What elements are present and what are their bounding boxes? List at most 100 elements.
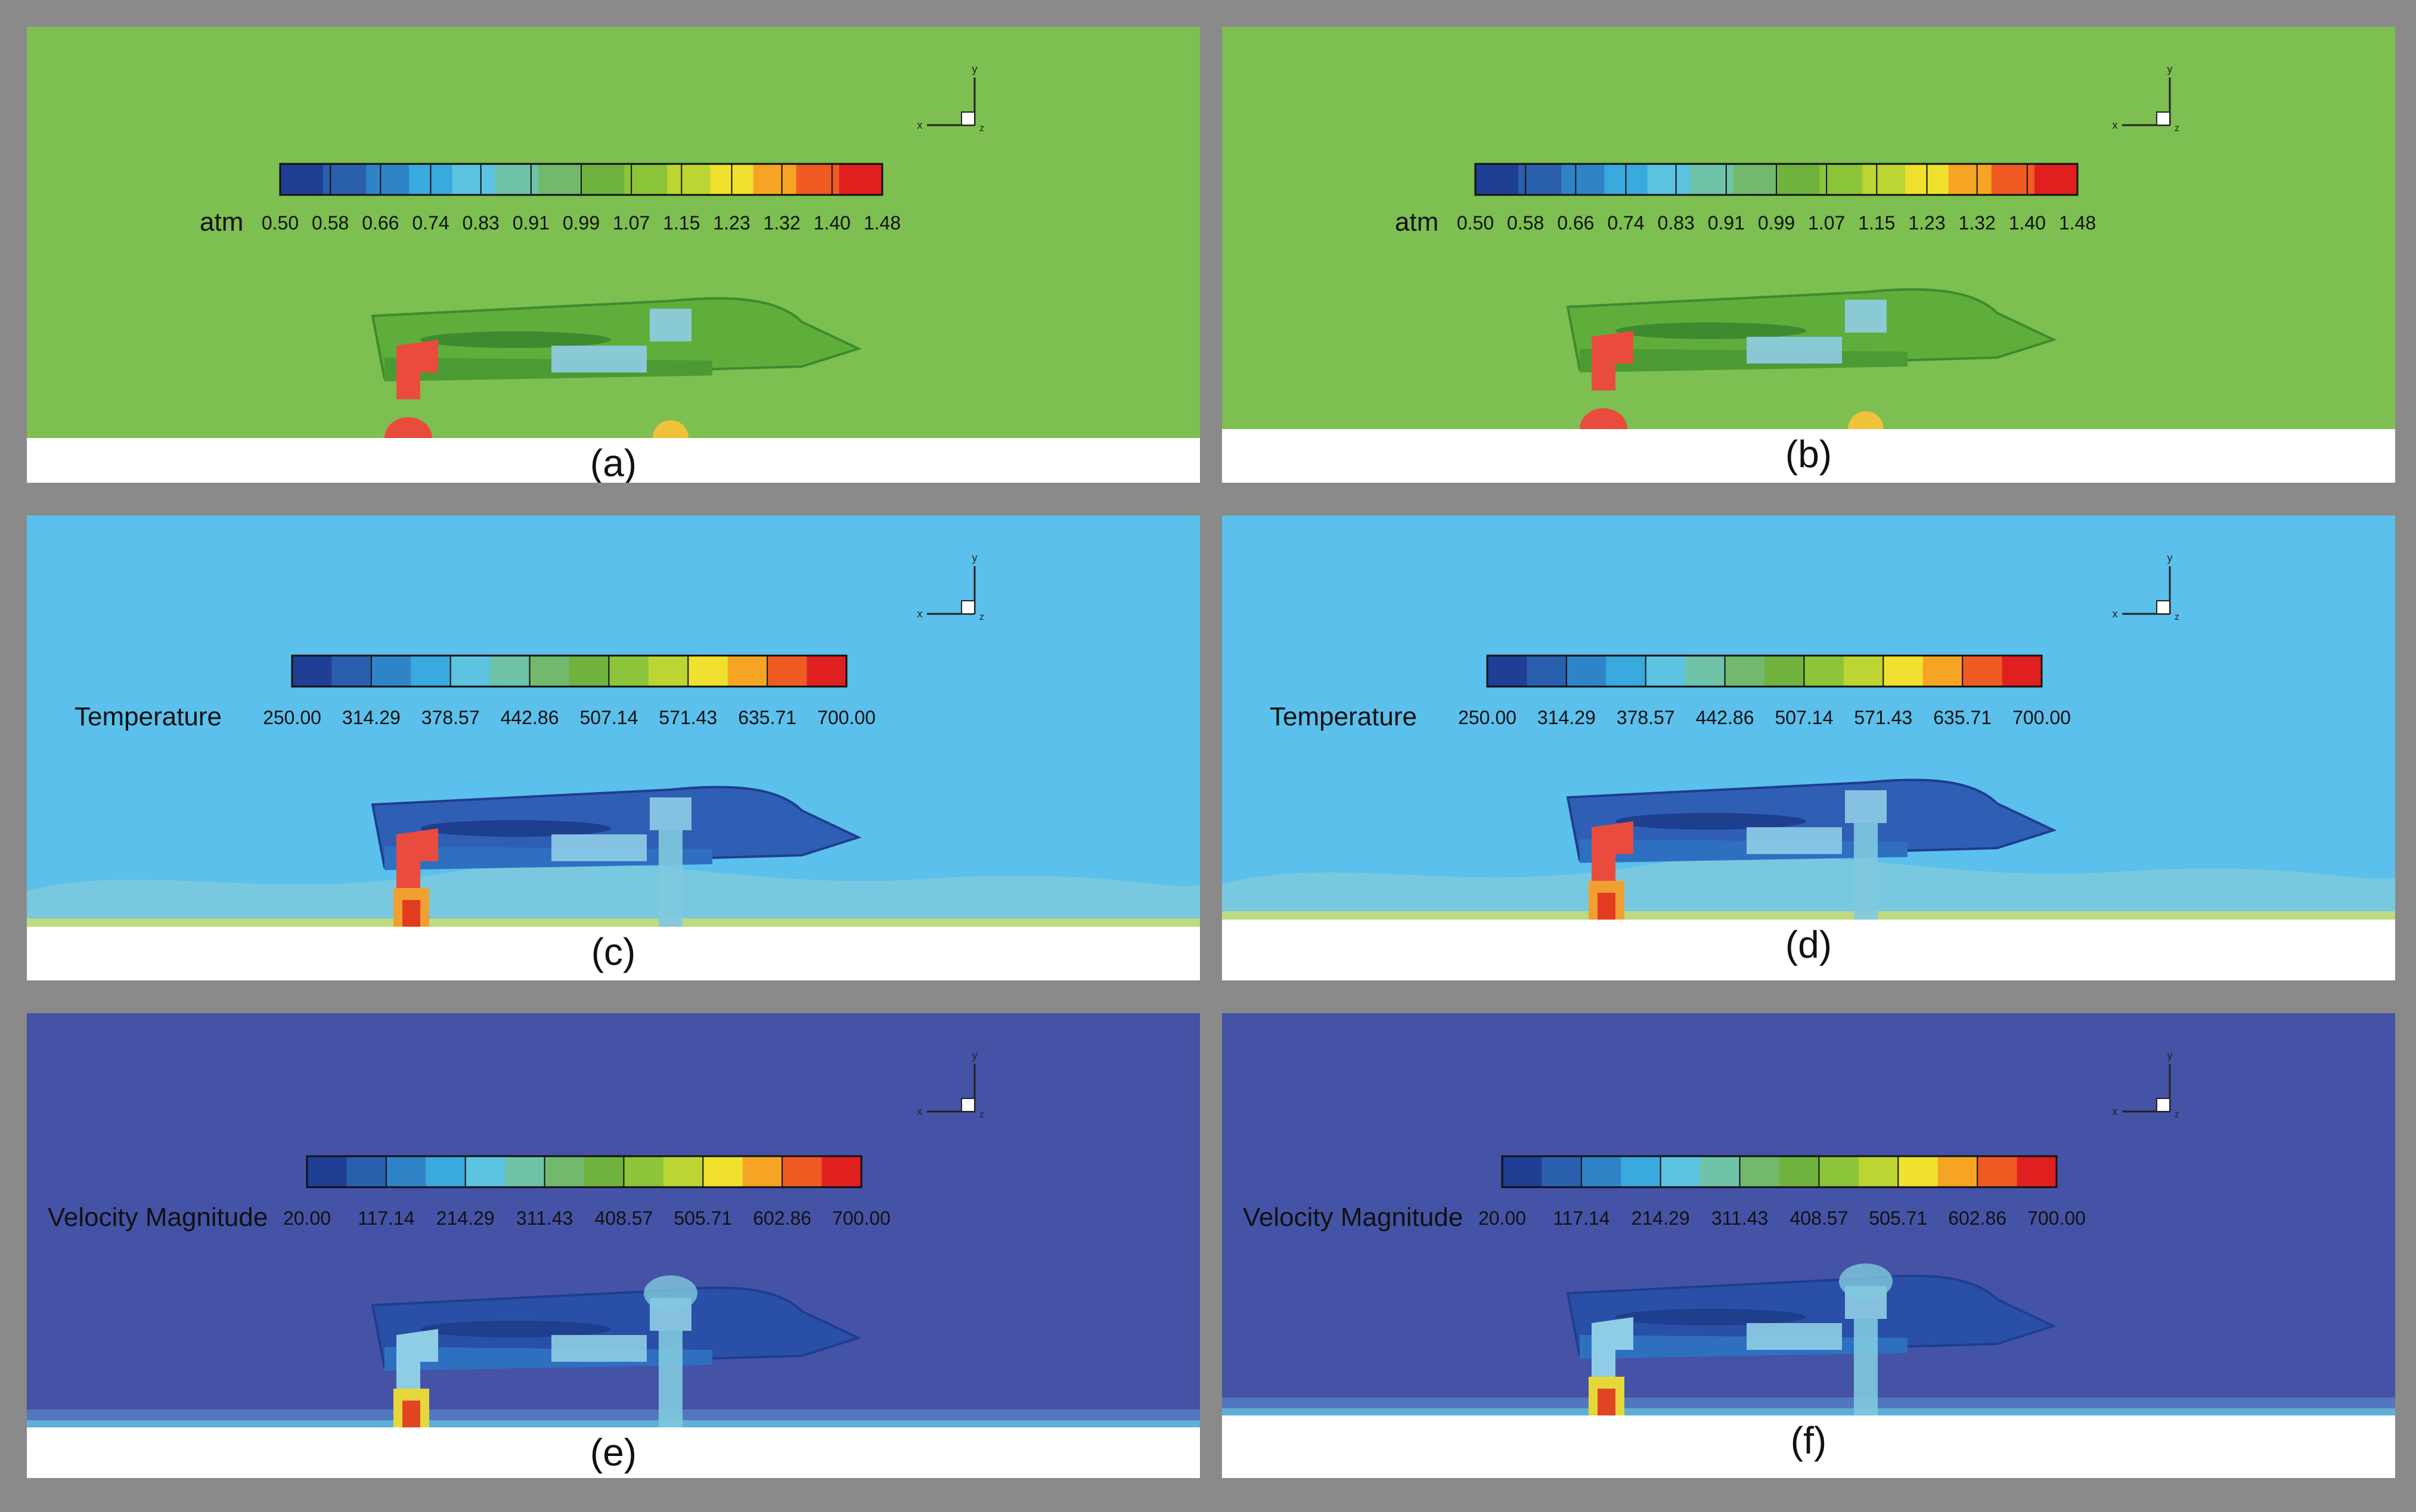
- colorbar-segment: [807, 656, 847, 687]
- colorbar-segment: [1647, 164, 1691, 195]
- colorbar-segment: [1764, 656, 1804, 687]
- colorbar-segment: [584, 1156, 624, 1187]
- colorbar-tick-label: 571.43: [659, 707, 717, 728]
- colorbar-segment: [280, 164, 324, 195]
- colorbar-tick-label: 0.74: [412, 212, 449, 234]
- colorbar-tick-label: 507.14: [1775, 707, 1833, 728]
- colorbar-segment: [1977, 1156, 2018, 1187]
- colorbar-segment: [742, 1156, 783, 1187]
- colorbar-segment: [331, 656, 372, 687]
- lift-fan: [1845, 300, 1887, 333]
- colorbar-tick-label: 250.00: [263, 707, 321, 728]
- inlet-duct: [551, 834, 647, 861]
- colorbar-tick-label: 442.86: [1696, 707, 1754, 728]
- colorbar-segment: [1502, 1156, 1542, 1187]
- colorbar-tick-label: 0.91: [513, 212, 550, 234]
- colorbar-segment: [411, 656, 451, 687]
- colorbar-frame: [306, 1155, 863, 1188]
- colorbar-segment: [663, 1156, 703, 1187]
- fuselage: [1566, 288, 2057, 371]
- triad-z-box: [2156, 111, 2170, 126]
- colorbar-tick-label: 1.23: [713, 212, 750, 234]
- colorbar-segment: [703, 1156, 743, 1187]
- colorbar-tick-label: 0.58: [1507, 212, 1544, 234]
- colorbar-segment: [1725, 656, 1765, 687]
- aircraft: [1566, 778, 2057, 920]
- fuselage: [371, 786, 862, 869]
- colorbar-segment: [1776, 164, 1820, 195]
- colorbar-tick-label: 0.50: [262, 212, 299, 234]
- colorbar-tick-label: 1.32: [764, 212, 801, 234]
- colorbar-tick-label: 0.74: [1607, 212, 1644, 234]
- colorbar-tick-label: 507.14: [579, 707, 638, 728]
- colorbar-segment: [323, 164, 367, 195]
- colorbar-segment: [1518, 164, 1562, 195]
- colorbar-variable-label: Temperature: [75, 702, 222, 731]
- triad-z-label: z: [2175, 612, 2179, 622]
- colorbar-segment: [1962, 656, 2003, 687]
- rear-nozzle: [1592, 821, 1633, 881]
- panel-caption: (e): [590, 1431, 637, 1474]
- colorbar-segment: [465, 1156, 505, 1187]
- triad-z-box: [961, 111, 975, 126]
- fuselage-shadow: [1615, 813, 1806, 830]
- triad-z-label: z: [2175, 1110, 2179, 1120]
- fan-jet-impingement: [1848, 411, 1884, 429]
- colorbar-tick-label: 408.57: [1789, 1207, 1848, 1229]
- colorbar-segment: [727, 656, 768, 687]
- lift-fan: [1845, 790, 1887, 823]
- colorbar-segment: [1733, 164, 1777, 195]
- colorbar-tick-label: 1.07: [1808, 212, 1845, 234]
- colorbar-segment: [821, 1156, 862, 1187]
- triad-z-box: [2156, 1098, 2170, 1112]
- colorbar-segment: [1898, 1156, 1939, 1187]
- panel-caption: (a): [590, 442, 637, 483]
- colorbar-tick-label: 117.14: [358, 1207, 415, 1229]
- triad-y-label: y: [2167, 1050, 2173, 1061]
- triad-z-box: [2156, 600, 2170, 614]
- colorbar-tick-label: 700.00: [832, 1207, 891, 1229]
- colorbar-segment: [1991, 164, 2035, 195]
- lift-fan: [650, 309, 691, 341]
- inlet-duct: [551, 346, 647, 372]
- colorbar-segment: [1621, 1156, 1661, 1187]
- rear-nozzle: [1592, 1317, 1633, 1377]
- triad-z-box: [961, 1098, 975, 1112]
- colorbar-segment: [490, 656, 531, 687]
- colorbar-tick-label: 314.29: [342, 707, 401, 728]
- colorbar-segment: [450, 656, 491, 687]
- colorbar-tick-label: 1.48: [2059, 212, 2096, 234]
- colorbar-tick-label: 0.50: [1457, 212, 1494, 234]
- colorbar-tick-label: 1.07: [613, 212, 650, 234]
- ground-jet: [27, 1420, 1200, 1427]
- panel-caption: (d): [1785, 923, 1832, 966]
- colorbar-segment: [1948, 164, 1992, 195]
- fuselage-shadow: [420, 820, 611, 837]
- triad-z-label: z: [2175, 123, 2179, 133]
- rear-nozzle: [396, 828, 438, 888]
- colorbar-tick-label: 311.43: [1711, 1207, 1769, 1229]
- colorbar-segment: [796, 164, 840, 195]
- colorbar-variable-label: Velocity Magnitude: [48, 1203, 268, 1232]
- colorbar-tick-label: 0.66: [362, 212, 399, 234]
- colorbar-frame: [291, 654, 848, 688]
- colorbar-segment: [1606, 656, 1646, 687]
- colorbar-segment: [2002, 656, 2042, 687]
- triad-z-label: z: [979, 123, 984, 133]
- colorbar-tick-label: 378.57: [1617, 707, 1675, 728]
- ground-plume: [27, 863, 1200, 927]
- colorbar-segment: [371, 656, 411, 687]
- colorbar-segment: [648, 656, 688, 687]
- colorbar-segment: [753, 164, 797, 195]
- lift-fan: [650, 797, 691, 830]
- colorbar-variable-label: Temperature: [1270, 702, 1417, 731]
